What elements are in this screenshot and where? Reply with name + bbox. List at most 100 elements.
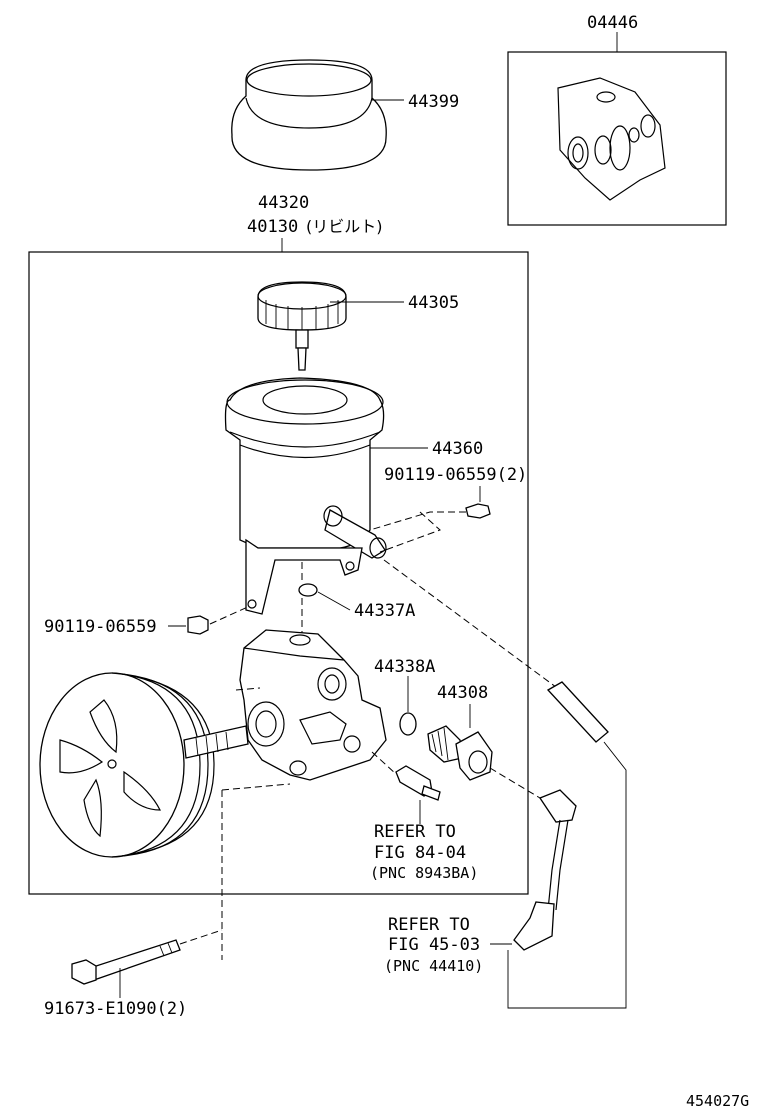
oil-seal-icon (567, 136, 589, 170)
cap-group: 44305 (257, 281, 459, 371)
pump-mount-dash (221, 687, 291, 960)
pump-shaft-icon (183, 725, 249, 759)
cap-icon (257, 281, 347, 331)
repair-kit-box (507, 51, 727, 226)
label-bolt-right[interactable]: 90119-06559(2) (384, 465, 527, 485)
label-rebuilt-note: (リビルト) (306, 217, 383, 236)
bolt-left-group: 90119-06559 (44, 605, 251, 637)
return-hose-dash (383, 559, 561, 691)
figure-id: 454027G (686, 1092, 749, 1110)
pressure-switch-group: REFER TO FIG 84-04 (PNC 8943BA) (370, 751, 478, 882)
label-44399[interactable]: 44399 (408, 92, 459, 112)
long-bolt-head-icon (71, 959, 97, 985)
hose-fitting-icon (513, 901, 555, 951)
small-oring-icon (596, 91, 616, 103)
pump-body-group (221, 629, 387, 960)
pulley-group (39, 672, 249, 858)
reservoir-icon (224, 377, 385, 549)
reservoir-bracket (245, 538, 363, 615)
return-hose-end (546, 681, 609, 743)
pulley-icon (39, 672, 185, 858)
dipstick-icon (297, 347, 307, 371)
label-44338a[interactable]: 44338A (374, 657, 435, 677)
label-44360[interactable]: 44360 (432, 439, 483, 459)
assembly-box (28, 251, 529, 895)
pressure-hose-pipe (547, 819, 569, 911)
label-bolt-left[interactable]: 90119-06559 (44, 617, 157, 637)
reservoir-opening (262, 385, 348, 415)
reservoir-band-2 (239, 444, 371, 459)
refer1-line2[interactable]: FIG 84-04 (374, 843, 466, 863)
oring-a-group: 44337A (298, 562, 415, 652)
pump-front-bore-inner (255, 710, 277, 738)
pressure-hose-group: REFER TO FIG 45-03 (PNC 44410) (383, 559, 627, 1009)
long-bolt-group: 91673-E1090(2) (44, 929, 223, 1019)
pulley-rim (111, 672, 201, 858)
large-oring-icon (609, 125, 631, 171)
cap-ridges (265, 300, 339, 331)
pump-body-icon (239, 629, 387, 781)
pulley-hub (107, 759, 117, 769)
refer2-line2[interactable]: FIG 45-03 (388, 935, 480, 955)
long-bolt-dash (179, 929, 223, 945)
cover-group: 44399 (231, 59, 459, 171)
reservoir-band (229, 431, 381, 448)
outlet-end (369, 537, 387, 559)
union-threads (431, 727, 449, 761)
bolt-left-icon (187, 615, 209, 635)
shaft-splines (195, 731, 229, 757)
cover-icon (231, 59, 387, 171)
pressure-hose-dash (489, 767, 541, 799)
cover-top-ellipse (246, 63, 372, 97)
bolt-left-dash (209, 605, 251, 625)
label-long-bolt[interactable]: 91673-E1090(2) (44, 999, 187, 1019)
oring-b-group: 44338A (374, 657, 435, 736)
repair-kit-group: 04446 (507, 13, 727, 226)
pulley-groove-2 (131, 675, 215, 855)
union-bore (468, 750, 488, 774)
label-04446[interactable]: 04446 (587, 13, 638, 33)
pump-front-bore (247, 701, 285, 747)
label-40130[interactable]: 40130 (247, 217, 298, 237)
union-group: 44308 (427, 683, 493, 781)
return-hose-line (507, 741, 627, 1009)
long-bolt-threads (159, 942, 173, 957)
pump-boss-inner (324, 674, 340, 694)
pulley-spoke-3 (83, 778, 102, 838)
union-hex-icon (455, 731, 493, 781)
oring-small-icon (628, 127, 640, 143)
pulley-spoke-1 (89, 699, 118, 754)
banjo-fitting-icon (539, 789, 577, 823)
reservoir-rim (226, 379, 384, 425)
refer1-line3: (PNC 8943BA) (370, 864, 478, 882)
pump-hole-1 (343, 735, 361, 753)
gasket-icon (557, 77, 666, 201)
pump-top-edge (243, 647, 345, 661)
pump-boss (317, 667, 347, 701)
label-44305[interactable]: 44305 (408, 293, 459, 313)
long-bolt-shank (89, 939, 181, 981)
bolt-right-dash (369, 511, 466, 553)
oring-a-icon (298, 583, 318, 597)
label-44337a[interactable]: 44337A (354, 601, 415, 621)
refer2-line3: (PNC 44410) (384, 957, 483, 975)
label-44308[interactable]: 44308 (437, 683, 488, 703)
cover-rim (245, 97, 373, 129)
refer2-line1: REFER TO (388, 915, 470, 935)
seal-ring-icon (594, 135, 612, 165)
pulley-spoke-4 (123, 770, 161, 811)
bracket-hole-2 (345, 561, 355, 571)
switch-connector (421, 785, 441, 801)
oring-icon (640, 114, 656, 138)
bolt-right-icon (465, 503, 491, 519)
leader-44337a (317, 591, 351, 611)
oring-b-icon (399, 712, 417, 736)
bolt-right-group: 90119-06559(2) (369, 465, 527, 553)
reservoir-group: 44360 (224, 377, 483, 615)
pump-hole-2 (289, 760, 307, 776)
pump-flange (299, 711, 347, 745)
bracket-hole (247, 599, 257, 609)
outlet-base (323, 505, 343, 527)
label-44320[interactable]: 44320 (258, 193, 309, 213)
